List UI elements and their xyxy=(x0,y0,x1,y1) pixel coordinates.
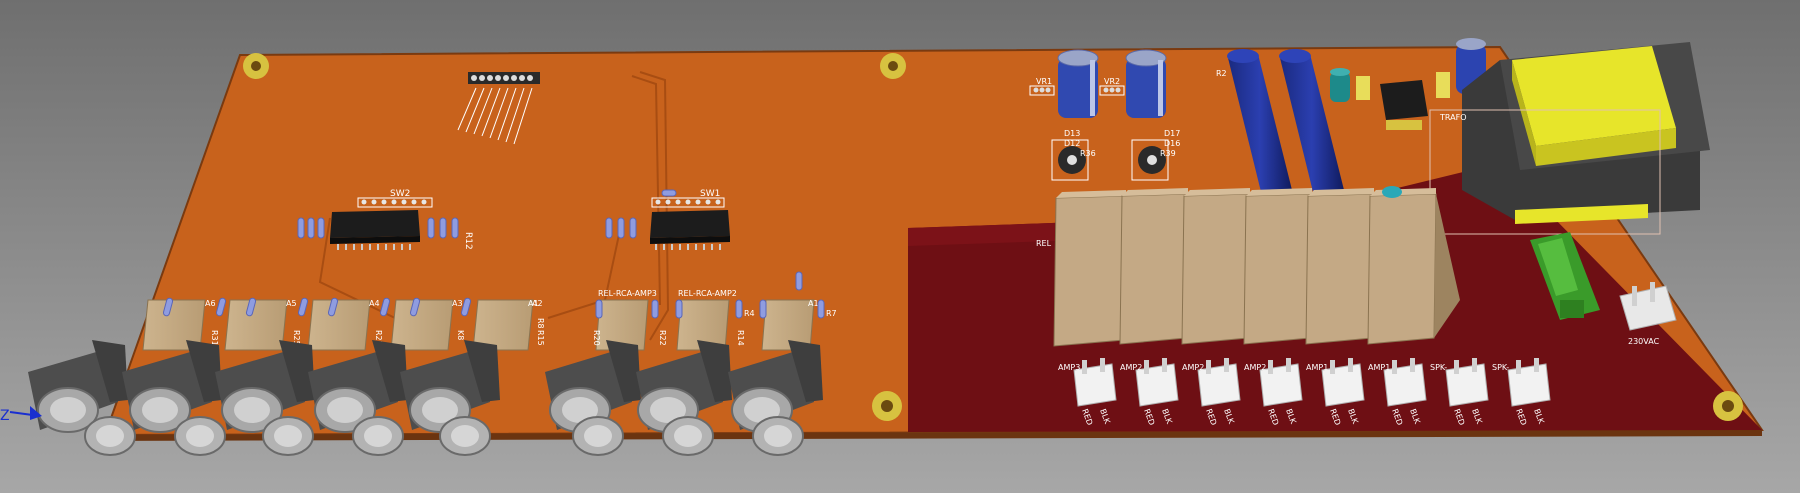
ic-chip-2 xyxy=(650,210,730,250)
rca-relay-4-label: A3 xyxy=(452,299,463,308)
rca-relay-4: A3 K8 xyxy=(390,299,465,351)
power-region-pad xyxy=(908,222,1080,246)
rca-relay-5: A2 R15 xyxy=(472,299,545,351)
rca-relay-a1-ref: R8 xyxy=(536,318,545,329)
power-connector-label: 230VAC xyxy=(1628,337,1660,346)
switch-sw2: SW2 xyxy=(357,189,433,208)
rca-relay-3-ref: R23 xyxy=(374,330,383,346)
diode-labels: D13 D12 D17 D16 xyxy=(1064,129,1180,148)
mounting-hole xyxy=(880,53,906,79)
filter-cap-2 xyxy=(1279,49,1344,196)
transformer-label: TRAFO xyxy=(1439,113,1467,122)
trimmer-r39-label: R39 xyxy=(1160,149,1176,158)
small-yellow-cap-2 xyxy=(1436,72,1450,98)
rca-relay-5-label: A2 xyxy=(532,299,543,308)
switch-sw1: SW1 xyxy=(651,189,725,208)
rca-relay-a1-label: A1 xyxy=(528,299,539,308)
small-cap-teal xyxy=(1330,68,1350,102)
vr1-label: VR1 xyxy=(1036,77,1052,86)
axis-indicator: Z xyxy=(0,406,42,424)
terminal-5-label: AMP1 xyxy=(1306,363,1328,372)
amp-relay-3-ref: R14 xyxy=(736,330,745,346)
relay-area-label: REL xyxy=(1036,239,1052,248)
rca-jack-6 xyxy=(545,340,641,456)
resistor-group-1 xyxy=(297,189,803,291)
pcb-board-edge xyxy=(105,430,1762,441)
resistor-group-3 xyxy=(595,299,825,319)
power-connector: 230VAC xyxy=(1619,282,1677,346)
r4-label: R4 xyxy=(744,309,755,318)
diode-d12: D12 xyxy=(1064,139,1080,148)
sw1-label: SW1 xyxy=(700,189,720,199)
terminal-7-label: SPK- xyxy=(1430,363,1447,372)
mounting-hole xyxy=(872,391,902,421)
rca-jack-7 xyxy=(636,340,732,456)
amp-relay-2-label: REL-RCA-AMP2 xyxy=(678,289,737,298)
terminal-block-2: AMP2 RED BLK xyxy=(1120,358,1179,426)
rca-relay-1: A6 R31 xyxy=(142,299,219,351)
rca-jack-3 xyxy=(215,340,315,456)
fuse-holder xyxy=(1530,232,1600,320)
diode-d16: D16 xyxy=(1164,139,1180,148)
trimmer-r39: R39 xyxy=(1131,139,1176,181)
rca-relay-4-ref: K8 xyxy=(456,330,465,340)
vr2-label: VR2 xyxy=(1104,77,1120,86)
trimmer-r36-label: R36 xyxy=(1080,149,1096,158)
terminal-6-label: AMP1 xyxy=(1368,363,1390,372)
rca-jack-4 xyxy=(308,340,408,456)
terminal-8-label: SPK- xyxy=(1492,363,1509,372)
sw2-label: SW2 xyxy=(390,189,410,199)
rca-relay-a1: A1 R8 xyxy=(528,299,545,329)
power-relays: REL xyxy=(1036,186,1460,347)
transformer: TRAFO xyxy=(1429,42,1710,235)
electrolytic-cap-2 xyxy=(1125,49,1167,118)
rca-jack-1 xyxy=(28,340,136,456)
r2-label: R2 xyxy=(1216,69,1227,78)
mounting-hole xyxy=(243,53,269,79)
terminal-block-6: AMP1 RED BLK xyxy=(1368,358,1427,426)
regulator-vr2: VR2 xyxy=(1099,77,1125,96)
rca-relay-1-label: A6 xyxy=(205,299,216,308)
rca-jack-5 xyxy=(400,340,500,456)
rca-relay-5-ref: R15 xyxy=(536,330,545,346)
terminal-4-label: AMP2 xyxy=(1244,363,1266,372)
r12-label: R12 xyxy=(463,232,473,250)
terminal-1-label: AMP3 xyxy=(1058,363,1080,372)
terminal-block-1: AMP3 RED BLK xyxy=(1058,358,1117,426)
ic-chip-1 xyxy=(330,210,420,250)
mounting-hole xyxy=(1713,391,1743,421)
filter-cap-1: R2 xyxy=(1216,49,1292,196)
rca-relay-2-ref: R25 xyxy=(292,330,301,346)
a1-label: A1 xyxy=(808,299,819,308)
rca-relay-2-label: A5 xyxy=(286,299,297,308)
electrolytic-cap-1 xyxy=(1057,49,1099,118)
rca-relay-1-ref: R31 xyxy=(210,330,219,346)
regulator-vr1: VR1 xyxy=(1029,77,1055,96)
terminal-block-8: SPK- RED BLK xyxy=(1492,358,1551,426)
amp-relay-1: REL-RCA-AMP3 R20 xyxy=(592,289,657,351)
terminal-block-4: AMP2 RED BLK xyxy=(1244,358,1303,426)
r7-label: R7 xyxy=(826,309,837,318)
rca-relay-3-label: A4 xyxy=(369,299,380,308)
led-header xyxy=(457,72,540,145)
bridge-rectifier xyxy=(1380,80,1428,130)
terminal-3-label: AMP2 xyxy=(1182,363,1204,372)
rca-relay-3: A4 R23 xyxy=(307,299,383,351)
axis-z-label: Z xyxy=(0,408,10,424)
resistor-group-2 xyxy=(162,297,472,317)
trimmer-r36: R36 xyxy=(1051,139,1096,181)
diode-d17: D17 xyxy=(1164,129,1180,138)
terminal-block-3: AMP2 RED BLK xyxy=(1182,358,1241,426)
diode-d13: D13 xyxy=(1064,129,1080,138)
rca-jack-8 xyxy=(728,340,823,456)
amp-relay-3: R14 R4 A1 R7 xyxy=(736,299,837,351)
amp-relay-2-ref: R22 xyxy=(658,330,667,346)
amp-relay-1-ref: R20 xyxy=(592,330,601,346)
small-yellow-cap xyxy=(1356,76,1370,100)
amp-relay-1-label: REL-RCA-AMP3 xyxy=(598,289,657,298)
terminal-2-label: AMP2 xyxy=(1120,363,1142,372)
rca-jack-2 xyxy=(122,340,226,456)
